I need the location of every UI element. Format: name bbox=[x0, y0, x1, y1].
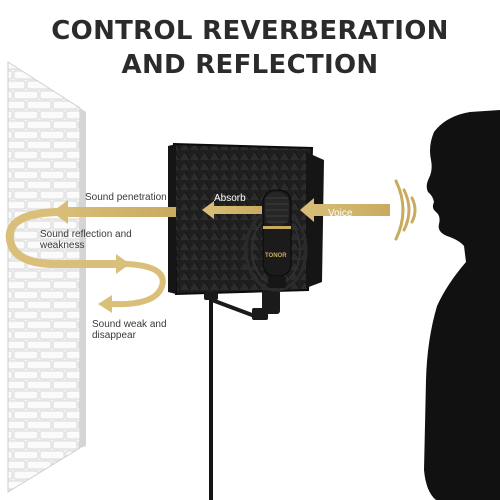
brand-mark: TONOR bbox=[265, 253, 287, 259]
absorb-label: Absorb bbox=[214, 193, 246, 204]
reflection-curve-2 bbox=[107, 261, 166, 308]
sound-arrows bbox=[52, 198, 390, 224]
absorb-arrow bbox=[202, 201, 262, 219]
sound-penetration-label: Sound penetration bbox=[85, 192, 167, 203]
headline-line-1: CONTROL REVERBERATION bbox=[51, 16, 449, 46]
sound-penetration-arrow bbox=[52, 200, 176, 224]
reflection-curve-1 bbox=[5, 208, 124, 269]
sound-weak-label-1: Sound weak and bbox=[92, 319, 167, 330]
sound-weak-label-2: disappear bbox=[92, 330, 136, 341]
headline-line-2: AND REFLECTION bbox=[121, 50, 379, 80]
brick-wall bbox=[7, 61, 86, 493]
sound-reflection-label-2: weakness bbox=[40, 240, 85, 251]
voice-label: Voice bbox=[328, 208, 353, 219]
mic-stand bbox=[204, 290, 280, 500]
reflection-curves bbox=[5, 208, 166, 313]
sound-waves-icon bbox=[394, 179, 417, 241]
sound-reflection-label-1: Sound reflection and bbox=[40, 229, 132, 240]
headline: CONTROL REVERBERATION AND REFLECTION bbox=[0, 14, 500, 82]
person-silhouette bbox=[424, 110, 500, 500]
voice-arrow bbox=[300, 198, 390, 222]
microphone-icon bbox=[244, 189, 308, 292]
